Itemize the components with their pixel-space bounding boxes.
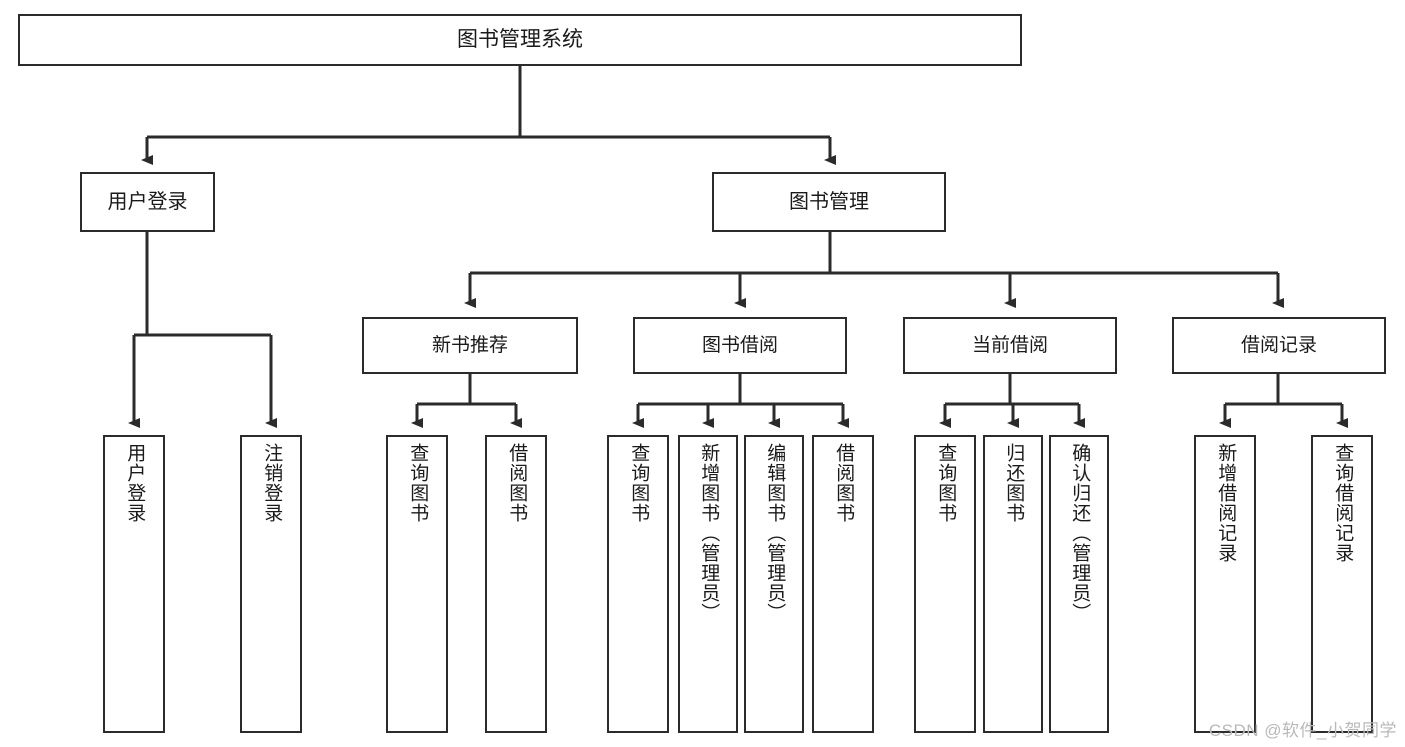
node-label: 借阅记录 [1240,334,1317,356]
node-label: 借阅图书 [833,443,855,523]
leaf-book-borrow-borrow-book[interactable]: 借阅图书 [812,435,874,733]
node-label: 当前借阅 [971,334,1048,356]
node-label: 注销登录 [261,443,283,523]
node-label: 图书借阅 [701,334,778,356]
node-borrow-record[interactable]: 借阅记录 [1172,317,1386,374]
node-label: 编辑图书（管理员） [764,443,786,623]
node-label: 借阅图书 [506,443,528,523]
csdn-watermark: CSDN @软件_小贺同学 [1208,721,1397,740]
leaf-new-book-query-book[interactable]: 查询图书 [386,435,448,733]
node-label: 新增借阅记录 [1215,443,1237,563]
node-new-book-recommend[interactable]: 新书推荐 [362,317,578,374]
node-label: 图书管理系统 [457,27,583,51]
node-label: 查询借阅记录 [1332,443,1354,563]
node-label: 归还图书 [1003,443,1025,523]
leaf-current-borrow-confirm-return-admin[interactable]: 确认归还（管理员） [1049,435,1109,733]
leaf-new-book-borrow-book[interactable]: 借阅图书 [485,435,547,733]
leaf-borrow-record-add-record[interactable]: 新增借阅记录 [1194,435,1256,733]
node-label: 确认归还（管理员） [1069,443,1091,623]
node-user-login[interactable]: 用户登录 [80,172,215,232]
node-current-borrow[interactable]: 当前借阅 [903,317,1117,374]
leaf-current-borrow-return-book[interactable]: 归还图书 [983,435,1043,733]
node-book-management[interactable]: 图书管理 [712,172,946,232]
node-root-book-management-system[interactable]: 图书管理系统 [18,14,1022,66]
node-label: 查询图书 [407,443,429,523]
node-label: 查询图书 [628,443,650,523]
leaf-book-borrow-add-book-admin[interactable]: 新增图书（管理员） [678,435,738,733]
leaf-user-login-login[interactable]: 用户登录 [103,435,165,733]
node-label: 图书管理 [789,190,869,213]
node-label: 用户登录 [124,443,146,523]
leaf-borrow-record-query-record[interactable]: 查询借阅记录 [1311,435,1373,733]
node-label: 查询图书 [935,443,957,523]
leaf-current-borrow-query-book[interactable]: 查询图书 [914,435,976,733]
node-label: 新书推荐 [431,334,508,356]
node-label: 新增图书（管理员） [698,443,720,623]
leaf-user-login-logout[interactable]: 注销登录 [240,435,302,733]
node-book-borrow[interactable]: 图书借阅 [633,317,847,374]
leaf-book-borrow-edit-book-admin[interactable]: 编辑图书（管理员） [744,435,804,733]
leaf-book-borrow-query-book[interactable]: 查询图书 [607,435,669,733]
node-label: 用户登录 [107,190,188,213]
